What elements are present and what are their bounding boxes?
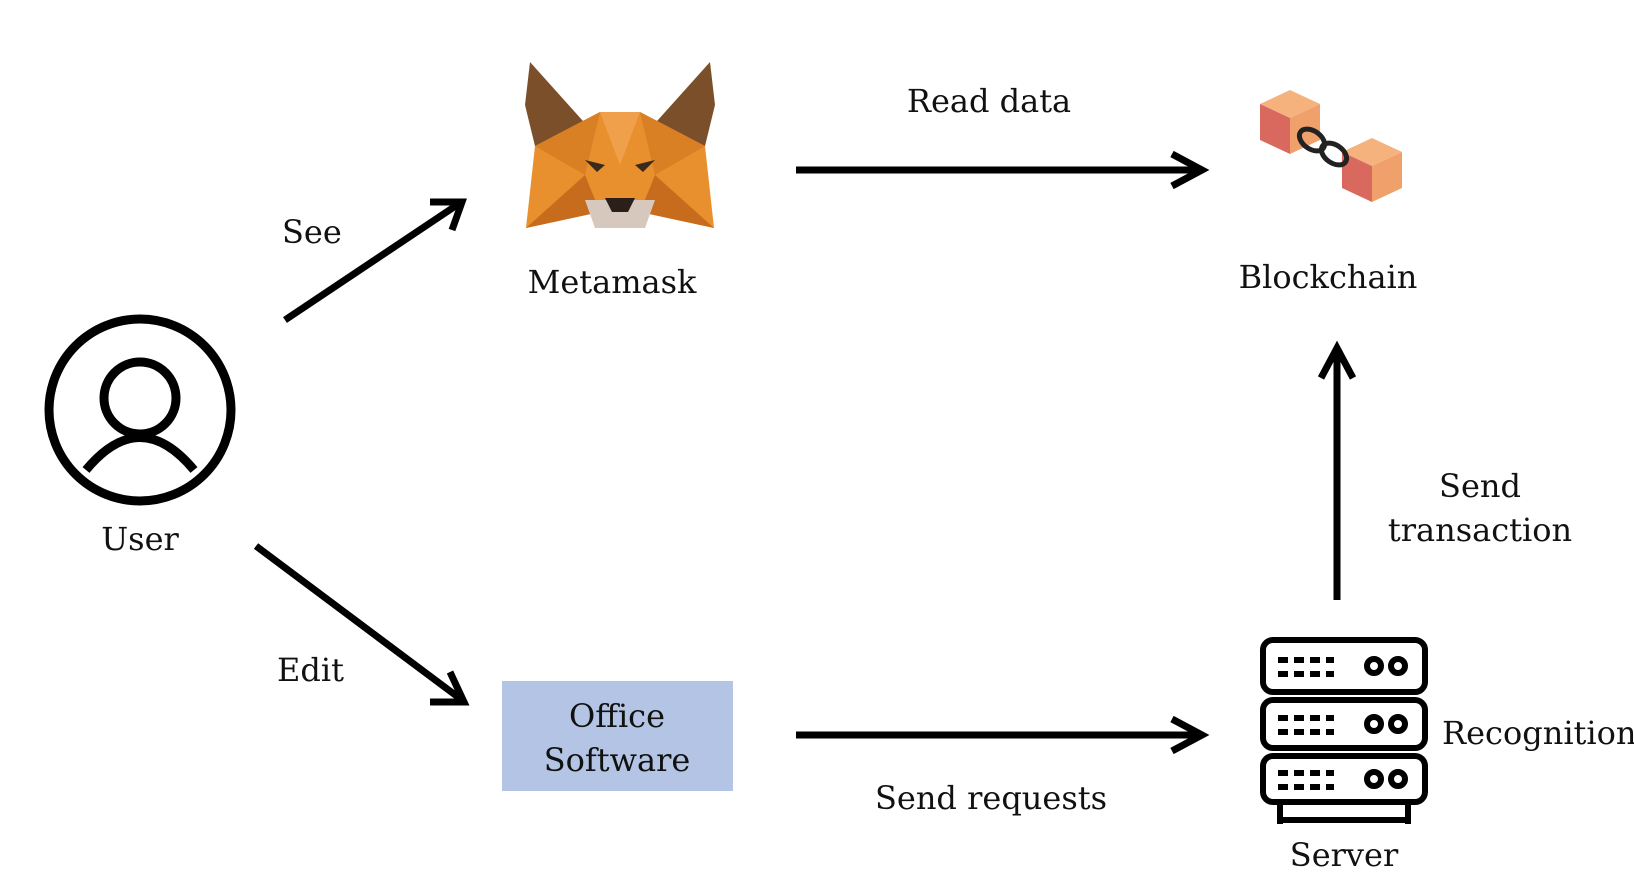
user-icon — [44, 314, 236, 506]
arrow-office-to-server — [796, 715, 1210, 755]
office-software-label-line2: Software — [544, 741, 691, 779]
send-transaction-label-line2: transaction — [1388, 511, 1572, 549]
send-transaction-label-line1: Send — [1439, 467, 1521, 505]
blockchain-label: Blockchain — [1239, 258, 1418, 296]
office-software-label-line1: Office — [569, 697, 665, 735]
see-label: See — [282, 213, 342, 251]
blockchain-blocks-icon — [1260, 90, 1402, 202]
read-data-label: Read data — [907, 82, 1071, 120]
arrow-metamask-to-blockchain — [796, 150, 1210, 190]
arrow-server-to-blockchain — [1317, 340, 1357, 600]
arrow-user-to-metamask — [283, 198, 467, 323]
edit-label: Edit — [277, 651, 344, 689]
send-requests-label: Send requests — [875, 779, 1107, 817]
metamask-fox-logo — [525, 62, 715, 228]
office-software-box — [502, 681, 733, 791]
user-label: User — [101, 520, 179, 558]
recognition-label: Recognition — [1442, 714, 1634, 752]
server-label: Server — [1290, 836, 1399, 874]
arrow-user-to-office — [253, 543, 470, 706]
server-rack-icon — [1260, 637, 1428, 824]
metamask-label: Metamask — [528, 263, 697, 301]
